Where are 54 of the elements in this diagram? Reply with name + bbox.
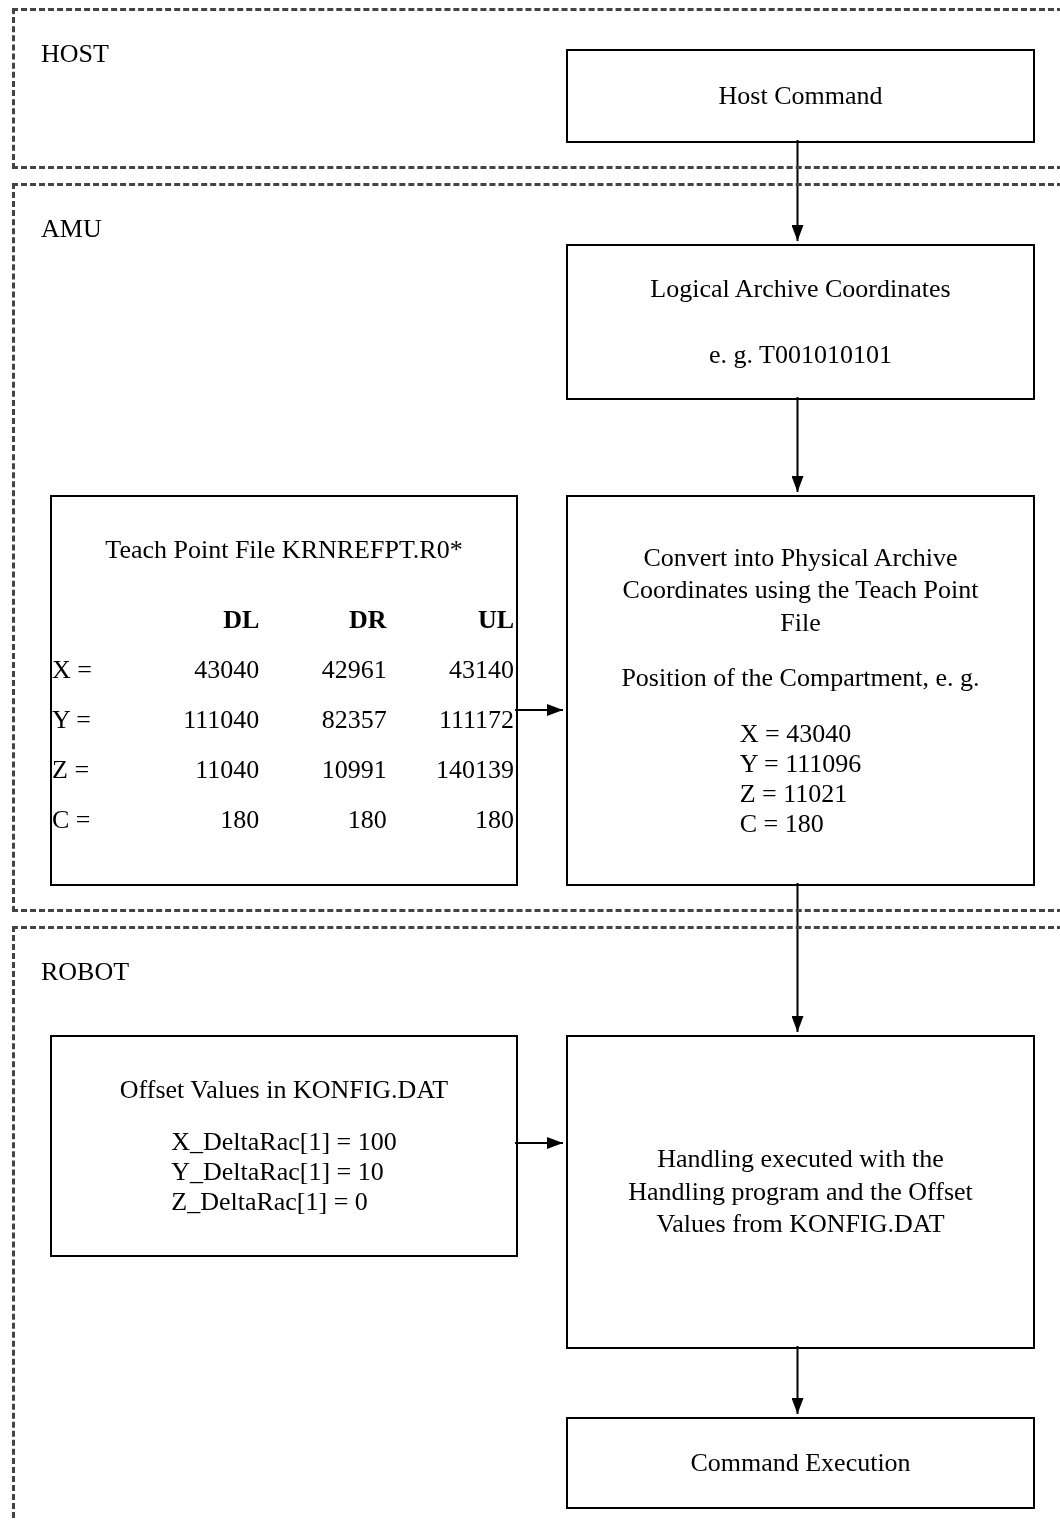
box-text: Command Execution bbox=[690, 1446, 911, 1479]
swimlane-band bbox=[12, 183, 1060, 912]
arrow bbox=[514, 704, 564, 716]
table-value: 11040 bbox=[194, 755, 260, 785]
box-text: Offset Values in KONFIG.DAT bbox=[119, 1075, 449, 1106]
box-text: e. g. T001010101 bbox=[709, 340, 892, 370]
coordinate-value: C = 180 bbox=[739, 809, 825, 840]
process-box bbox=[50, 1035, 518, 1257]
arrow bbox=[791, 396, 804, 493]
coordinate-value: Y = 111096 bbox=[739, 749, 862, 780]
lane-label: AMU bbox=[41, 214, 102, 244]
table-value: 10991 bbox=[320, 755, 387, 785]
coordinate-value: Z = 11021 bbox=[739, 779, 849, 810]
swimlane-band bbox=[12, 926, 1060, 1520]
offset-value: Y_DeltaRac[1] = 10 bbox=[171, 1157, 385, 1187]
process-box bbox=[566, 1035, 1035, 1349]
column-header: DR bbox=[348, 605, 387, 635]
process-box bbox=[566, 49, 1035, 143]
arrow bbox=[791, 1345, 804, 1415]
swimlane-band bbox=[12, 8, 1060, 169]
table-title: Teach Point File KRNREFPT.R0* bbox=[105, 535, 463, 565]
table-value: 82357 bbox=[320, 705, 387, 735]
process-box bbox=[566, 244, 1035, 400]
box-text: Convert into Physical Archive Coordinates using the Teach Point File bbox=[621, 541, 980, 639]
process-box bbox=[566, 1417, 1035, 1509]
row-header: C = bbox=[52, 805, 92, 835]
offset-value: Z_DeltaRac[1] = 0 bbox=[171, 1186, 369, 1217]
table-value: 111040 bbox=[182, 705, 260, 735]
table-value: 180 bbox=[346, 805, 387, 835]
arrow bbox=[791, 139, 804, 242]
box-text: Logical Archive Coordinates bbox=[650, 274, 951, 304]
column-header: DL bbox=[222, 605, 260, 635]
box-text: Host Command bbox=[718, 79, 883, 112]
lane-label: HOST bbox=[41, 39, 109, 69]
table-value: 180 bbox=[474, 805, 514, 835]
table-value: 140139 bbox=[435, 755, 514, 785]
lane-label: ROBOT bbox=[41, 957, 130, 987]
arrow bbox=[791, 882, 804, 1033]
column-header: UL bbox=[476, 605, 514, 635]
arrow bbox=[514, 1137, 564, 1149]
offset-value: X_DeltaRac[1] = 100 bbox=[171, 1127, 397, 1158]
row-header: Y = bbox=[52, 705, 92, 735]
table-value: 43140 bbox=[448, 655, 514, 685]
process-box bbox=[566, 495, 1035, 886]
row-header: X = bbox=[52, 655, 93, 685]
process-box bbox=[50, 495, 518, 886]
box-text: Position of the Compartment, e. g. bbox=[621, 663, 980, 694]
box-text: Handling executed with the Handling program and the Offset Values from KONFIG.DAT bbox=[627, 1143, 974, 1241]
table-value: 111172 bbox=[437, 705, 514, 735]
table-value: 43040 bbox=[193, 655, 260, 685]
coordinate-value: X = 43040 bbox=[739, 719, 853, 750]
row-header: Z = bbox=[52, 755, 91, 785]
table-value: 180 bbox=[219, 805, 260, 835]
table-value: 42961 bbox=[320, 655, 387, 685]
